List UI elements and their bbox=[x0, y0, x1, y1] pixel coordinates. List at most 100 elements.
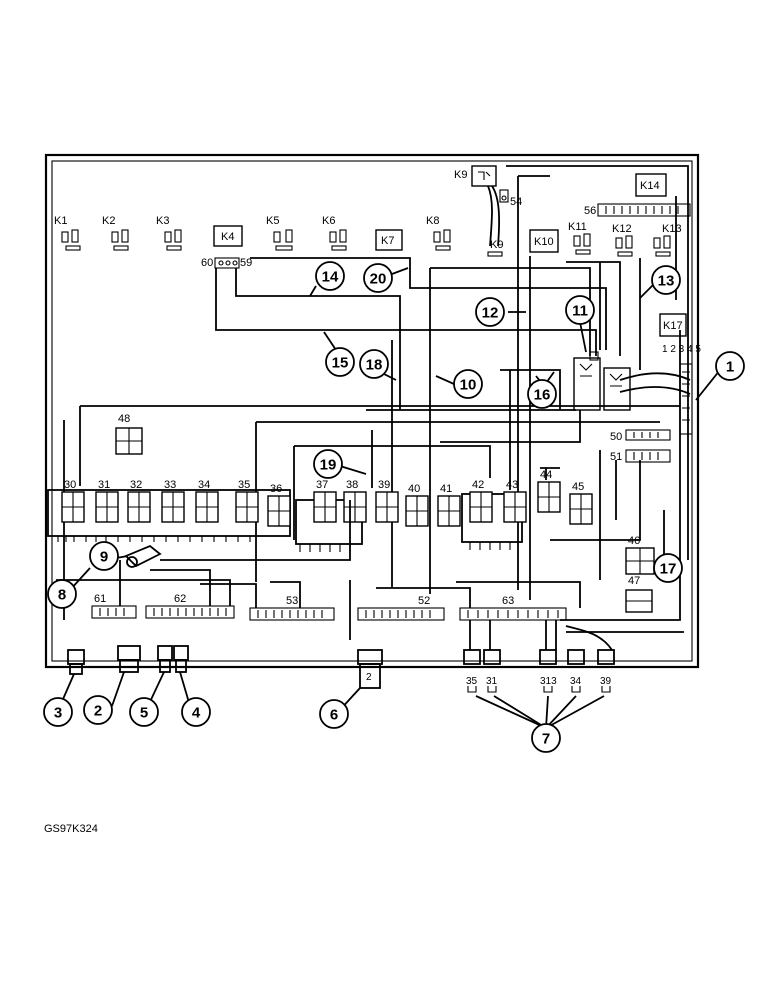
panel-outer bbox=[44, 153, 700, 669]
connector-plug-9 bbox=[124, 544, 162, 568]
svg-text:48: 48 bbox=[118, 413, 130, 425]
svg-text:8: 8 bbox=[58, 587, 66, 604]
svg-text:18: 18 bbox=[366, 357, 383, 374]
figure-code: GS97K324 bbox=[44, 823, 98, 835]
svg-text:K7: K7 bbox=[381, 235, 394, 247]
relay-k9-bottom: K9 bbox=[487, 239, 503, 257]
relay-k8: K8 bbox=[426, 215, 451, 251]
callout-20: 20 bbox=[363, 263, 393, 293]
svg-text:42: 42 bbox=[472, 479, 484, 491]
fuse-socket-41: 41 bbox=[437, 483, 461, 527]
svg-text:43: 43 bbox=[506, 479, 518, 491]
svg-text:K10: K10 bbox=[534, 236, 554, 248]
fuse-socket-34: 34 bbox=[195, 479, 219, 523]
svg-text:54: 54 bbox=[510, 196, 522, 208]
grommets-7: 35 31 313 34 39 bbox=[463, 649, 615, 693]
svg-text:9: 9 bbox=[100, 549, 108, 566]
terminal-strip-61: 61 bbox=[91, 593, 137, 619]
svg-text:7: 7 bbox=[542, 731, 550, 748]
svg-text:51: 51 bbox=[610, 451, 622, 463]
fuse-socket-40: 40 bbox=[405, 483, 429, 527]
svg-text:45: 45 bbox=[572, 481, 584, 493]
harness-middle bbox=[63, 340, 680, 620]
svg-text:K5: K5 bbox=[266, 215, 279, 227]
svg-text:K6: K6 bbox=[322, 215, 335, 227]
svg-text:60: 60 bbox=[201, 257, 213, 269]
svg-text:34: 34 bbox=[570, 676, 582, 687]
svg-text:47: 47 bbox=[628, 575, 640, 587]
relay-k5: K5 bbox=[266, 215, 293, 251]
callout-9: 9 bbox=[89, 541, 119, 571]
terminal-strip-56: 56 bbox=[584, 203, 691, 217]
svg-text:30: 30 bbox=[64, 479, 76, 491]
svg-text:35: 35 bbox=[238, 479, 250, 491]
callout-5: 5 bbox=[129, 697, 159, 727]
relay-k6: K6 bbox=[322, 215, 347, 251]
svg-text:16: 16 bbox=[534, 387, 551, 404]
callout-19: 19 bbox=[313, 449, 343, 479]
callout-10: 10 bbox=[453, 369, 483, 399]
svg-text:11: 11 bbox=[572, 303, 588, 320]
fuse-socket-44: 44 bbox=[537, 469, 561, 513]
svg-text:313: 313 bbox=[540, 676, 557, 687]
terminal-strip-63: 63 bbox=[459, 595, 567, 621]
callout-18: 18 bbox=[359, 349, 389, 379]
svg-text:52: 52 bbox=[418, 595, 430, 607]
relay-k11: K11 bbox=[568, 221, 591, 255]
callout-16: 16 bbox=[527, 379, 557, 409]
grommet-6: 2 bbox=[357, 649, 383, 689]
callout-11: 11 bbox=[565, 295, 595, 325]
svg-text:44: 44 bbox=[540, 469, 552, 481]
terminal-strip-52: 52 bbox=[357, 595, 445, 621]
svg-text:20: 20 bbox=[370, 271, 387, 288]
svg-text:15: 15 bbox=[332, 355, 349, 372]
svg-text:37: 37 bbox=[316, 479, 328, 491]
relay-k9-top: K9 bbox=[454, 165, 500, 247]
svg-text:K9: K9 bbox=[490, 239, 503, 251]
terminal-strip-53: 53 bbox=[249, 595, 335, 621]
relay-k3: K3 bbox=[156, 215, 182, 251]
fuse-socket-33: 33 bbox=[161, 479, 185, 523]
svg-text:33: 33 bbox=[164, 479, 176, 491]
leader-lines bbox=[59, 267, 721, 729]
relay-k12: K12 bbox=[612, 223, 633, 257]
callout-13: 13 bbox=[651, 265, 681, 295]
svg-text:4: 4 bbox=[192, 705, 201, 722]
terminal-strip-50: 50 bbox=[610, 429, 671, 443]
fuse-socket-39: 39 bbox=[375, 479, 399, 523]
grommet-5 bbox=[157, 645, 173, 673]
relay-block-center bbox=[573, 351, 631, 411]
svg-text:K4: K4 bbox=[221, 231, 234, 243]
grommet-3 bbox=[67, 649, 85, 675]
relay-k2: K2 bbox=[102, 215, 129, 251]
svg-text:2: 2 bbox=[94, 703, 102, 720]
svg-text:5: 5 bbox=[140, 705, 148, 722]
relay-k7: K7 bbox=[375, 229, 403, 251]
harness-lower bbox=[56, 330, 684, 651]
svg-text:K3: K3 bbox=[156, 215, 169, 227]
svg-text:14: 14 bbox=[322, 269, 339, 286]
svg-text:63: 63 bbox=[502, 595, 514, 607]
callout-14: 14 bbox=[315, 261, 345, 291]
svg-text:32: 32 bbox=[130, 479, 142, 491]
svg-text:13: 13 bbox=[658, 273, 675, 290]
svg-text:10: 10 bbox=[460, 377, 477, 394]
svg-text:38: 38 bbox=[346, 479, 358, 491]
harness-top bbox=[215, 165, 689, 600]
relay-k10: K10 bbox=[529, 229, 559, 253]
module-47: 47 bbox=[625, 575, 653, 613]
callout-6: 6 bbox=[319, 699, 349, 729]
grommet-4 bbox=[173, 645, 189, 673]
fuse-socket-31: 31 bbox=[95, 479, 119, 523]
svg-text:K12: K12 bbox=[612, 223, 632, 235]
terminal-strip-51: 51 bbox=[610, 449, 671, 463]
callout-17: 17 bbox=[653, 553, 683, 583]
fuse-socket-32: 32 bbox=[127, 479, 151, 523]
svg-text:35: 35 bbox=[466, 676, 478, 687]
fuse-socket-36: 36 bbox=[267, 483, 291, 527]
svg-text:K1: K1 bbox=[54, 215, 67, 227]
terminal-strip-62: 62 bbox=[145, 593, 235, 619]
relay-k1: K1 bbox=[54, 215, 81, 251]
svg-text:1 2 3 4 5: 1 2 3 4 5 bbox=[662, 344, 701, 355]
